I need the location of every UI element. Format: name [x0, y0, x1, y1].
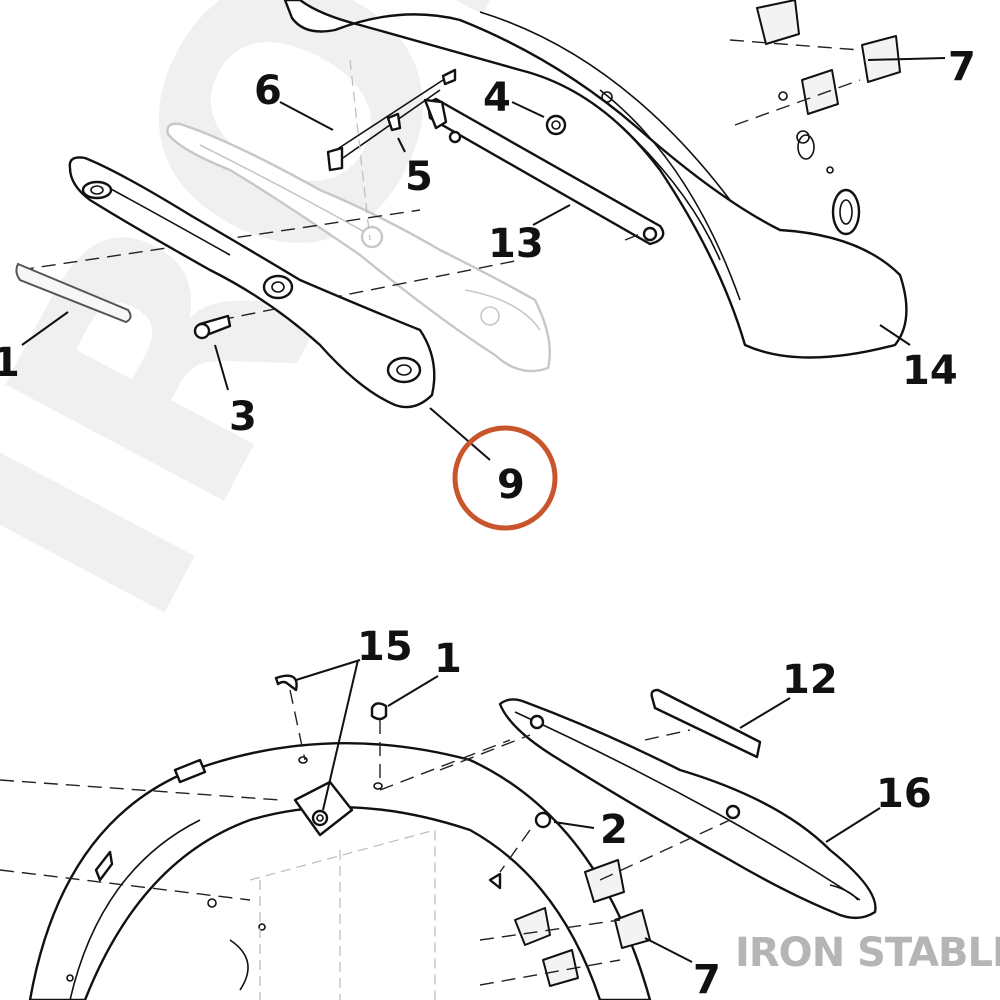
rivet-bottom [370, 702, 388, 790]
front-fender-bottom [28, 742, 652, 1000]
callout-2: 2 [600, 807, 628, 853]
rear-fender-top [283, 0, 908, 359]
screw-part-3 [193, 314, 232, 340]
reflector-top [15, 262, 132, 324]
callout-13: 13 [488, 221, 544, 267]
callout-3: 3 [229, 394, 257, 440]
fender-pads-bottom [514, 859, 651, 987]
callout-1-bottom: 1 [434, 636, 462, 682]
highlight-ring [452, 425, 558, 531]
wire-clip [326, 68, 457, 172]
callout-7-bottom: 7 [693, 957, 721, 1000]
callout-9: 9 [497, 462, 525, 508]
callout-15: 15 [357, 624, 413, 670]
ghost-rail [166, 122, 551, 373]
rail-part-9 [68, 156, 436, 409]
pin-part-2 [488, 811, 552, 890]
fender-bracket [423, 97, 665, 246]
callout-6: 6 [254, 68, 282, 114]
side-rail-part-16 [498, 698, 877, 920]
callout-14: 14 [902, 348, 958, 394]
brand-logo: IRON STABLE [735, 930, 1000, 976]
callout-7-top: 7 [948, 44, 976, 90]
callout-5: 5 [405, 154, 433, 200]
callout-1-top: 1 [0, 340, 20, 386]
callout-16: 16 [876, 771, 932, 817]
callout-4: 4 [483, 75, 511, 121]
callout-12: 12 [782, 657, 838, 703]
reflector-strip-part-12 [650, 688, 762, 759]
